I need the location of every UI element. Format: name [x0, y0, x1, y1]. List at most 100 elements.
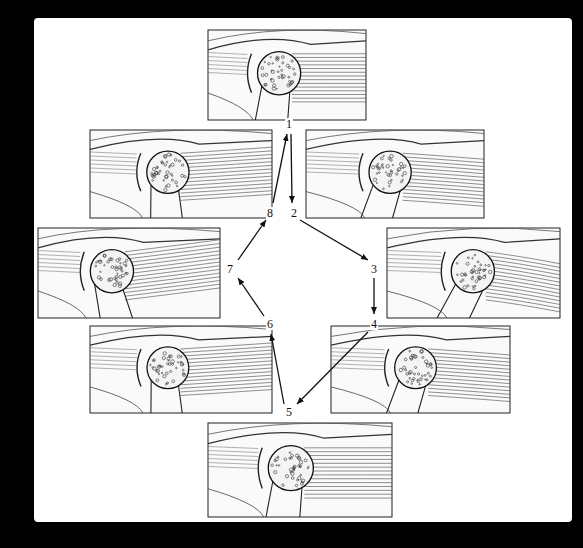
muscle-fibre — [180, 347, 272, 353]
trabecula — [162, 356, 165, 359]
joint-panel — [38, 228, 220, 318]
muscle-fibre — [304, 478, 392, 479]
callout-number: 3 — [370, 263, 378, 275]
trabecula — [153, 174, 156, 177]
trabecula — [168, 360, 169, 361]
trabecula — [471, 278, 473, 280]
arch — [331, 326, 510, 336]
panel-art — [306, 130, 484, 218]
trabecula — [402, 179, 403, 180]
panel-art — [90, 326, 272, 413]
trabecula — [463, 286, 467, 290]
trabecula — [291, 454, 294, 457]
trabecula — [118, 282, 121, 285]
muscle-fibre — [125, 247, 220, 259]
callout-number: 8 — [266, 207, 274, 219]
trabecula — [413, 377, 416, 380]
muscle-fibre — [125, 262, 220, 274]
muscle-fibre — [180, 382, 272, 388]
trabecula — [264, 83, 267, 86]
outline — [331, 387, 390, 413]
trabecula — [390, 154, 393, 157]
trabecula — [161, 372, 162, 373]
hatching — [331, 352, 385, 354]
muscle-fibre — [403, 186, 484, 192]
trabecula — [474, 265, 476, 267]
muscle-fibre — [292, 83, 366, 84]
trabecula — [150, 364, 151, 365]
trabecula — [399, 368, 402, 371]
trabecula — [397, 168, 400, 171]
trabecula — [107, 260, 110, 263]
trabecula — [180, 361, 182, 363]
hatching — [90, 356, 137, 358]
trabecula — [181, 164, 183, 166]
muscle-fibre — [428, 370, 510, 376]
trabecula — [282, 62, 284, 64]
muscle-fibre — [403, 157, 484, 163]
hatching — [38, 263, 80, 265]
trabecula — [426, 363, 427, 364]
muscle-fibre — [428, 381, 510, 387]
trabecula — [161, 162, 163, 164]
trabecula — [427, 372, 429, 374]
trabecula — [171, 163, 174, 166]
bone-head — [90, 250, 133, 293]
muscle-fibre — [428, 360, 510, 366]
trabecula — [381, 165, 383, 167]
cycle-arrow — [271, 334, 284, 404]
bone-head — [258, 52, 301, 95]
trabecula — [475, 271, 478, 274]
muscle-fibre — [181, 187, 272, 193]
trabecula — [429, 375, 431, 377]
joint-panel — [90, 326, 272, 413]
trabecula — [120, 262, 122, 264]
trabecula — [467, 257, 469, 259]
trabecula — [391, 179, 393, 181]
trabecula — [175, 181, 178, 184]
trabecula — [156, 166, 158, 168]
trabecula — [109, 278, 112, 281]
trabecula — [261, 67, 264, 70]
trabecula — [403, 167, 404, 168]
muscle-fibre — [403, 189, 484, 195]
muscle-fibre — [125, 243, 220, 255]
trabecula — [172, 363, 174, 365]
muscle-fibre — [292, 101, 366, 102]
arch — [208, 423, 392, 434]
muscle-fibre — [486, 278, 560, 290]
glenoid — [80, 252, 84, 291]
trabecula — [115, 275, 118, 278]
trabecula — [300, 474, 302, 476]
trabecula — [167, 382, 169, 384]
hatching — [208, 451, 258, 453]
joint-panel — [90, 130, 272, 218]
muscle-fibre — [304, 459, 392, 460]
trabecula — [103, 254, 106, 257]
trabecula — [182, 369, 184, 371]
muscle-fibre — [486, 296, 560, 308]
trabecula — [289, 468, 292, 471]
hatching — [208, 467, 258, 469]
trabecula — [403, 165, 406, 168]
trabecula — [405, 369, 407, 371]
trabecula — [172, 380, 175, 383]
trabecula — [388, 157, 390, 159]
trabecula — [166, 171, 169, 174]
trabecula — [113, 283, 116, 286]
trabecula — [161, 161, 164, 164]
muscle-fibre — [181, 147, 272, 153]
arch — [306, 130, 484, 141]
hatching — [38, 267, 80, 269]
panel-border — [208, 423, 392, 517]
muscle-fibre — [180, 390, 272, 396]
trabecula — [413, 355, 417, 359]
hatching — [208, 69, 248, 71]
muscle-fibre — [292, 53, 366, 54]
callout-number: 6 — [266, 318, 274, 330]
trabecula — [430, 363, 432, 365]
trabecula — [473, 287, 475, 289]
joint-panel — [331, 326, 510, 413]
muscle-fibre — [428, 363, 510, 369]
trabecula — [417, 379, 419, 381]
